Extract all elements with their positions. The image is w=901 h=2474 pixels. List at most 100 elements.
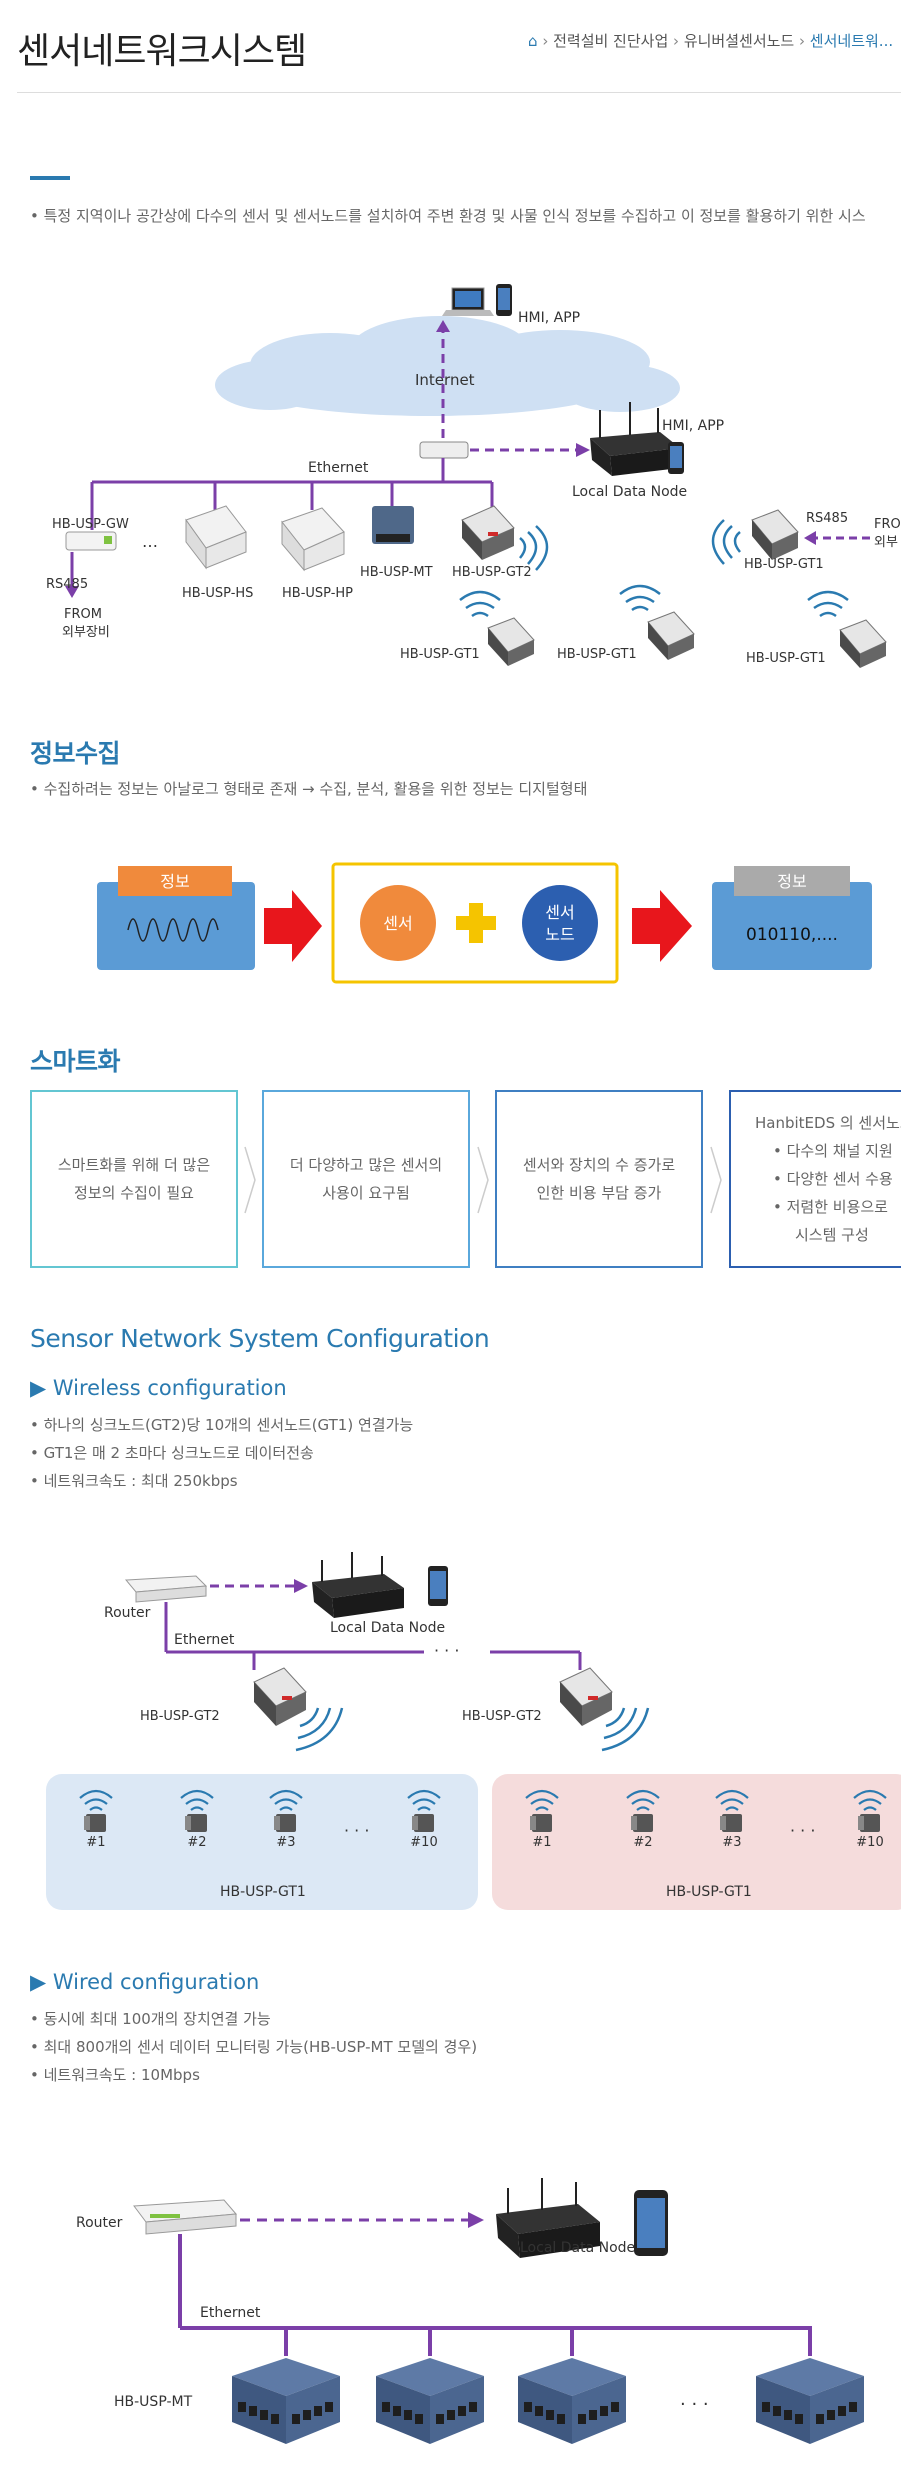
wireless-title: ▶ Wireless configuration: [30, 1376, 287, 1400]
internet-label: Internet: [415, 371, 475, 389]
node-label: #10: [410, 1835, 437, 1850]
local-data-node-label: Local Data Node: [572, 484, 687, 500]
collection-diagram: 정보 센서 센서 노드 정보 010110,....: [97, 862, 872, 984]
gt1-sensor-node-icon: [853, 1789, 887, 1832]
phone-icon: [634, 2190, 668, 2256]
digital-info-box: [712, 882, 872, 970]
home-icon[interactable]: ⌂: [528, 32, 538, 50]
smart-box-2-line-2: 사용이 요구됨: [322, 1184, 410, 1202]
gt1-label-left: HB-USP-GT1: [220, 1884, 306, 1900]
gt1-group-left: [46, 1774, 478, 1910]
smart-box-4-item-4: 시스템 구성: [795, 1226, 869, 1244]
rs485-right-label: RS485: [806, 511, 848, 526]
gt2-device-icon: [253, 1667, 307, 1726]
mt-label: HB-USP-MT: [360, 565, 433, 580]
gt1-sensor-node-icon: [407, 1789, 441, 1832]
gt1-node-1: [459, 590, 535, 666]
ethernet-label: Ethernet: [174, 1632, 235, 1648]
analog-info-tag: [118, 866, 232, 896]
mt-dots: · · ·: [680, 2394, 709, 2415]
wired-bullet-1: • 동시에 최대 100개의 장치연결 가능: [30, 2010, 271, 2028]
from-right-label: FRO: [874, 517, 901, 532]
arrow-right-icon: [632, 890, 692, 962]
info-right-label: 정보: [777, 872, 806, 891]
wireless-bullet-3: • 네트워크속도 : 최대 250kbps: [30, 1472, 238, 1490]
gt1-node-2: [619, 584, 695, 660]
router-icon: [133, 2199, 238, 2235]
plus-icon: [456, 903, 496, 943]
gt1-node-row-right: [525, 1789, 887, 1832]
gt1-label-1: HB-USP-GT1: [400, 647, 480, 662]
gt1-sensor-node-icon: [269, 1789, 303, 1832]
mt-device-icon: [376, 2358, 484, 2444]
gt1-node-3: [807, 590, 887, 668]
hmi-app-local-label: HMI, APP: [662, 418, 724, 434]
mt-device-row: [232, 2358, 864, 2444]
local-data-node-label: Local Data Node: [330, 1620, 445, 1636]
smart-box-4: HanbitEDS 의 센서노드 • 다수의 채널 지원 • 다양한 센서 수용…: [729, 1090, 901, 1268]
node-label: #2: [633, 1835, 652, 1850]
ethernet-dots: · · ·: [434, 1641, 459, 1660]
wireless-bullet-2: • GT1은 매 2 초마다 싱크노드로 데이터전송: [30, 1444, 314, 1462]
smart-box-2-line-1: 더 다양하고 많은 센서의: [289, 1156, 443, 1174]
hmi-app-top-label: HMI, APP: [518, 310, 580, 326]
analog-info-box: [97, 882, 255, 970]
from-left-label: FROM: [64, 607, 102, 622]
wireless-bullet-1: • 하나의 싱크노드(GT2)당 10개의 센서노드(GT1) 연결가능: [30, 1416, 414, 1434]
header-divider: [17, 92, 901, 93]
wireless-config-diagram: Router Local Data Node · · · Ethernet HB…: [46, 1552, 901, 1910]
chevron-right-icon: [477, 1146, 489, 1214]
phone-icon: [496, 284, 512, 316]
external-left-label: 외부장비: [62, 625, 110, 640]
phone-icon: [668, 442, 684, 474]
wired-bullet-3: • 네트워크속도 : 10Mbps: [30, 2066, 200, 2084]
system-overview-diagram: Internet HMI, APP HMI, APP Local Data No…: [46, 284, 901, 668]
breadcrumb-item-1[interactable]: 전력설비 진단사업: [553, 32, 669, 50]
section-accent-bar: [30, 176, 70, 180]
smart-box-3-line-1: 센서와 장치의 수 증가로: [522, 1156, 676, 1174]
mt-device-icon: [518, 2358, 626, 2444]
intro-text: • 특정 지역이나 공간상에 다수의 센서 및 센서노드를 설치하여 주변 환경…: [30, 207, 866, 225]
router-label: Router: [76, 2215, 123, 2231]
gw-device-icon: [65, 531, 117, 551]
page-title: 센서네트워크시스템: [17, 31, 307, 72]
local-data-node-icon: [590, 402, 680, 476]
node-dots: · · ·: [790, 1821, 815, 1840]
local-data-node-icon: [312, 1552, 404, 1618]
gt1-node-row-left: [79, 1789, 441, 1832]
smart-box-4-title: HanbitEDS 의 센서노드: [755, 1114, 901, 1132]
gt1-label-3: HB-USP-GT1: [746, 651, 826, 666]
phone-icon: [428, 1566, 448, 1606]
laptop-icon: [442, 287, 494, 316]
node-label: #1: [86, 1835, 105, 1850]
section-title-smart: 스마트화: [30, 1047, 121, 1076]
node-label: #3: [722, 1835, 741, 1850]
ellipsis-label: …: [142, 532, 158, 551]
smart-box-1-line-1: 스마트화를 위해 더 많은: [57, 1156, 211, 1174]
node-dots: · · ·: [344, 1821, 369, 1840]
digital-info-tag: [734, 866, 850, 896]
node-label: #1: [532, 1835, 551, 1850]
node-label: #2: [187, 1835, 206, 1850]
gt1-device-icon: [751, 509, 799, 560]
smart-box-4-item-1: • 다수의 채널 지원: [773, 1142, 893, 1160]
gt2-device-icon: [461, 505, 515, 560]
gt1-sensor-node-icon: [79, 1789, 113, 1832]
gt2-device-icon: [559, 1667, 613, 1726]
gt1-sensor-node-icon: [180, 1789, 214, 1832]
router-label: Router: [104, 1605, 151, 1621]
gt2-label-1: HB-USP-GT2: [140, 1709, 220, 1724]
hp-label: HB-USP-HP: [282, 586, 353, 601]
local-data-node-label: Local Data Node: [520, 2240, 635, 2256]
gt1-group-right: [492, 1774, 901, 1910]
mt-device-icon: [372, 506, 414, 544]
node-label: #10: [856, 1835, 883, 1850]
switch-icon: [419, 441, 469, 459]
external-right-label: 외부: [874, 535, 898, 550]
section-title-collection: 정보수집: [30, 739, 121, 768]
router-icon: [124, 1575, 208, 1603]
gt1-label-right: HB-USP-GT1: [666, 1884, 752, 1900]
breadcrumb-item-2[interactable]: 유니버셜센서노드: [683, 32, 795, 50]
mt-device-icon: [756, 2358, 864, 2444]
